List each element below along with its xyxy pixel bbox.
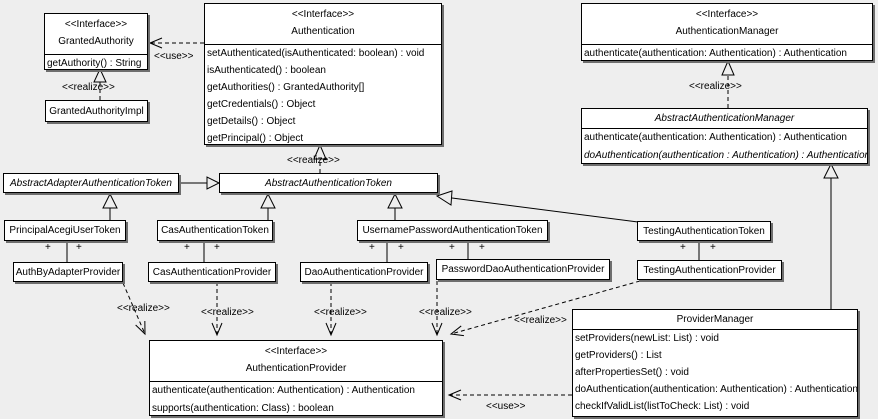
stereotype: <<Interface>> [291, 9, 355, 20]
generalization-arrowhead [260, 192, 276, 209]
stereotype: <<Interface>> [264, 346, 328, 357]
method-row: afterPropertiesSet() : void [575, 367, 689, 378]
class-testing-authentication-provider[interactable]: TestingAuthenticationProvider [637, 260, 782, 280]
method-row: checkIfValidList(listToCheck: List) : vo… [575, 401, 750, 412]
edge-realize-authbyadapter[interactable] [122, 282, 146, 336]
class-authentication[interactable]: <<Interface>> Authentication setAuthenti… [204, 3, 442, 145]
assoc-end-plus: + [369, 242, 375, 253]
class-header: <<Interface>> AuthenticationProvider [150, 341, 442, 381]
class-header: <<Interface>> GrantedAuthority [45, 14, 147, 54]
class-name: AbstractAuthenticationManager [654, 113, 795, 124]
class-name: PrincipalAcegiUserToken [9, 225, 121, 236]
method-row: getProviders() : List [575, 350, 662, 361]
edge-label-use: <<use>> [154, 51, 194, 62]
class-name: CasAuthenticationToken [161, 225, 269, 236]
edge-label-realize: <<realize>> [287, 155, 340, 166]
assoc-end-plus: + [76, 242, 82, 253]
edge-realize-testingprovider[interactable] [449, 280, 641, 337]
method-row: supports(authentication: Class) : boolea… [152, 403, 334, 414]
stereotype: <<Interface>> [64, 19, 128, 30]
realize-arrowhead [721, 59, 735, 76]
class-authentication-manager[interactable]: <<Interface>> AuthenticationManager auth… [581, 3, 873, 61]
assoc-end-plus: + [680, 242, 686, 253]
class-username-password-authentication-token[interactable]: UsernamePasswordAuthenticationToken [357, 220, 548, 241]
assoc-end-plus: + [398, 242, 404, 253]
class-principal-acegi-user-token[interactable]: PrincipalAcegiUserToken [4, 220, 126, 241]
class-name: AuthByAdapterProvider [15, 266, 121, 278]
class-name: AbstractAuthenticationToken [265, 177, 392, 189]
method-row: authenticate(authentication: Authenticat… [584, 132, 847, 143]
generalization-arrowhead [102, 192, 118, 209]
edge-label-realize: <<realize>> [314, 307, 367, 318]
class-name: ProviderManager [676, 314, 754, 325]
method-row: setProviders(newList: List) : void [575, 333, 719, 344]
class-name: UsernamePasswordAuthenticationToken [362, 225, 543, 236]
generalization-arrowhead [206, 176, 221, 190]
class-abstract-authentication-token[interactable]: AbstractAuthenticationToken [219, 173, 438, 193]
class-name: TestingAuthenticationToken [643, 225, 765, 237]
method-row: getPrincipal() : Object [207, 133, 304, 144]
edge-label-use: <<use>> [486, 401, 526, 412]
generalization-arrowhead [435, 190, 453, 206]
edge-label-realize: <<realize>> [201, 307, 254, 318]
assoc-end-plus: + [479, 242, 485, 253]
class-granted-authority[interactable]: <<Interface>> GrantedAuthority getAuthor… [44, 13, 148, 70]
realize-arrowhead [313, 143, 327, 160]
class-name: DaoAuthenticationProvider [304, 266, 424, 278]
method-row: getDetails() : Object [207, 116, 296, 127]
method-row: getCredentials() : Object [207, 99, 316, 110]
class-abstract-authentication-manager[interactable]: AbstractAuthenticationManager authentica… [581, 108, 868, 164]
class-authentication-provider[interactable]: <<Interface>> AuthenticationProvider aut… [149, 340, 443, 416]
method-row: doAuthentication(authentication: Authent… [575, 384, 857, 395]
assoc-end-plus: + [449, 242, 455, 253]
edge-label-realize: <<realize>> [62, 82, 115, 93]
class-name: AbstractAdapterAuthenticationToken [10, 177, 172, 189]
assoc-end-plus: + [184, 242, 190, 253]
edge-label-realize: <<realize>> [514, 315, 567, 326]
class-provider-manager[interactable]: ProviderManager setProviders(newList: Li… [572, 309, 858, 417]
class-auth-by-adapter-provider[interactable]: AuthByAdapterProvider [13, 262, 123, 282]
edge-label-realize: <<realize>> [689, 81, 742, 92]
class-name: CasAuthenticationProvider [152, 266, 272, 278]
method-row: getAuthority() : String [47, 58, 142, 69]
method-row: authenticate(authentication: Authenticat… [584, 48, 847, 59]
class-password-dao-authentication-provider[interactable]: PasswordDaoAuthenticationProvider [436, 259, 610, 280]
class-name: AuthenticationManager [675, 26, 779, 37]
edge-generalization-testing-token[interactable] [451, 197, 639, 223]
class-testing-authentication-token[interactable]: TestingAuthenticationToken [637, 221, 771, 241]
method-row: isAuthenticated() : boolean [207, 65, 326, 76]
generalization-arrowhead [823, 162, 839, 179]
method-row: setAuthenticated(isAuthenticated: boolea… [207, 48, 425, 59]
class-header: <<Interface>> Authentication [205, 4, 441, 44]
class-name: TestingAuthenticationProvider [643, 264, 776, 276]
stereotype: <<Interface>> [695, 9, 759, 20]
class-header: <<Interface>> AuthenticationManager [582, 4, 872, 44]
method-row: doAuthentication(authentication : Authen… [584, 149, 867, 161]
class-name: PasswordDaoAuthenticationProvider [441, 264, 605, 275]
method-row: getAuthorities() : GrantedAuthority[] [207, 82, 365, 93]
class-dao-authentication-provider[interactable]: DaoAuthenticationProvider [300, 262, 428, 282]
assoc-end-plus: + [45, 242, 51, 253]
edge-label-realize: <<realize>> [117, 303, 170, 314]
edge-label-realize: <<realize>> [419, 307, 472, 318]
class-abstract-adapter-authentication-token[interactable]: AbstractAdapterAuthenticationToken [3, 173, 179, 193]
assoc-end-plus: + [214, 242, 220, 253]
generalization-arrowhead [387, 192, 403, 209]
class-cas-authentication-provider[interactable]: CasAuthenticationProvider [148, 262, 276, 282]
method-row: authenticate(authentication: Authenticat… [152, 385, 415, 396]
class-cas-authentication-token[interactable]: CasAuthenticationToken [157, 220, 273, 241]
class-name: Authentication [291, 26, 355, 37]
assoc-end-plus: + [710, 242, 716, 253]
class-name: GrantedAuthorityImpl [49, 105, 144, 117]
class-name: AuthenticationProvider [245, 363, 347, 374]
class-granted-authority-impl[interactable]: GrantedAuthorityImpl [45, 100, 148, 122]
realize-arrowhead [93, 67, 107, 83]
class-name: GrantedAuthority [58, 36, 134, 47]
